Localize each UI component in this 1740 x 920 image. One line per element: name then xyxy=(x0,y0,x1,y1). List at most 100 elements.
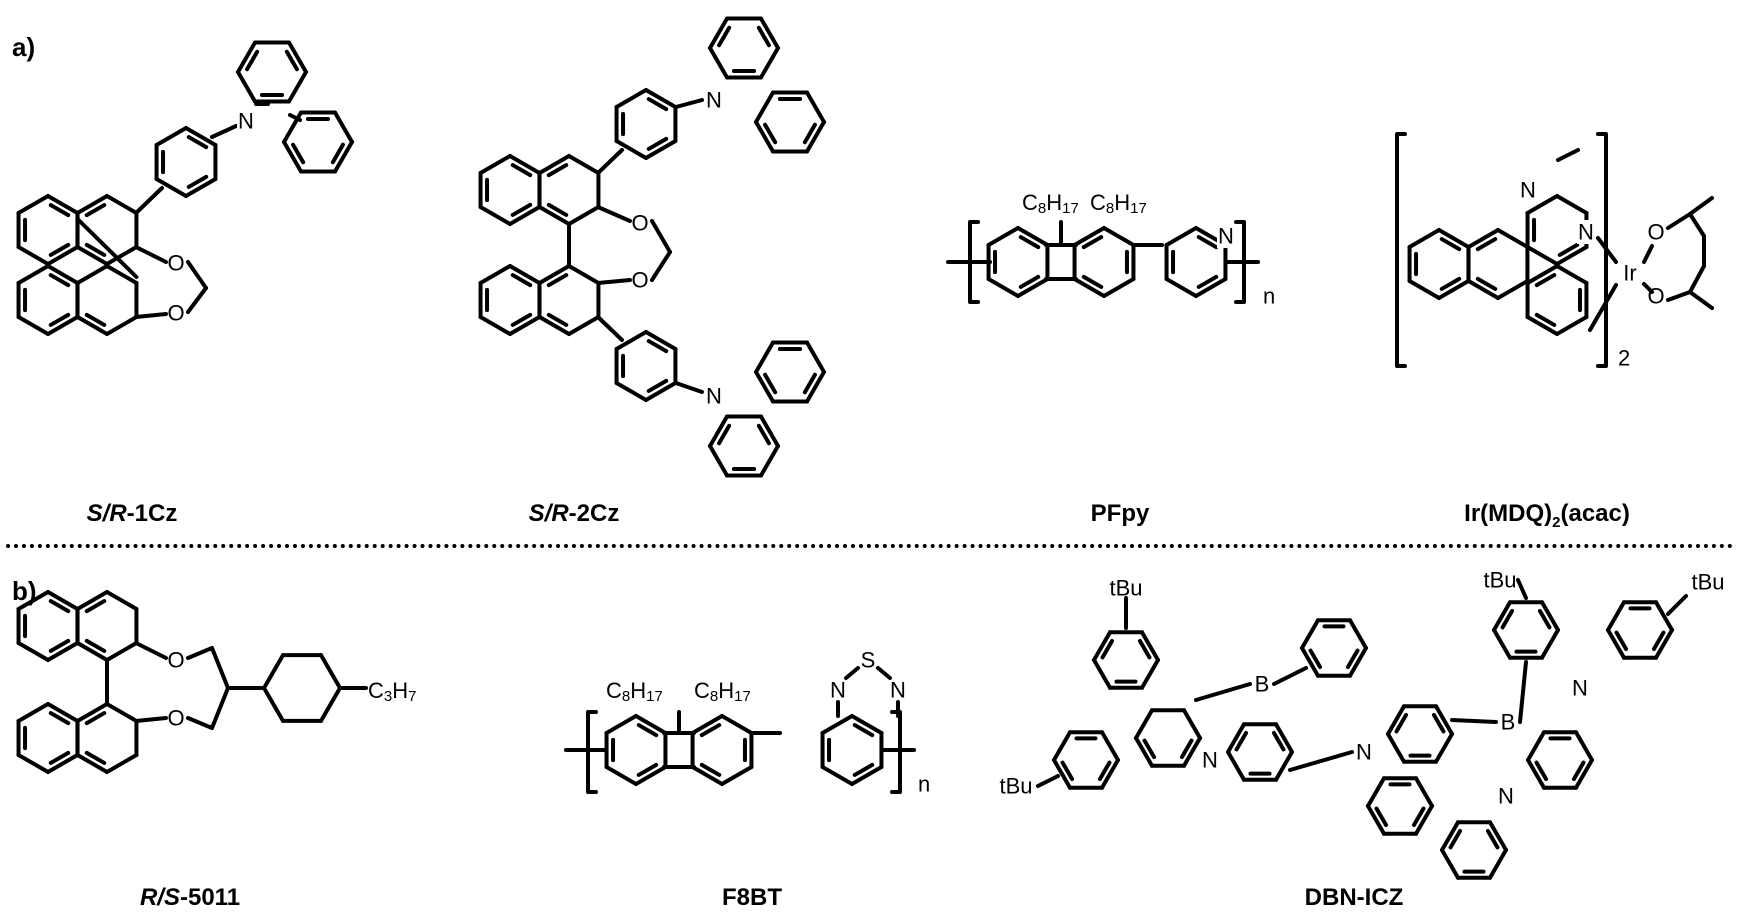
bond xyxy=(1407,228,1441,249)
bond xyxy=(1518,660,1528,724)
bond xyxy=(75,315,109,336)
bond xyxy=(288,113,302,122)
bond xyxy=(1081,235,1104,250)
panel-divider xyxy=(6,544,1734,548)
bond xyxy=(1688,212,1706,238)
label-mask xyxy=(1647,220,1665,244)
bond xyxy=(596,278,632,285)
bond xyxy=(690,765,724,786)
bond xyxy=(1666,290,1692,302)
bond xyxy=(754,340,775,374)
bond xyxy=(1431,712,1446,734)
bond xyxy=(674,381,704,394)
bond xyxy=(84,750,107,765)
oxygen-atom: O xyxy=(167,251,184,276)
bond xyxy=(1555,264,1589,285)
bond xyxy=(84,203,107,218)
bond xyxy=(636,762,659,777)
bond xyxy=(852,723,875,738)
caption-f8bt: F8BT xyxy=(722,884,782,911)
label-mask xyxy=(1577,220,1595,244)
bond xyxy=(614,330,648,351)
bond xyxy=(567,205,601,226)
bond xyxy=(1300,618,1320,650)
bond xyxy=(1196,235,1219,250)
label-mask xyxy=(167,301,185,325)
bond xyxy=(805,90,826,124)
bond xyxy=(105,641,139,662)
bond xyxy=(1137,638,1152,660)
label-mask xyxy=(1499,710,1517,734)
bond xyxy=(1439,276,1462,291)
bond xyxy=(105,245,139,266)
label-mask xyxy=(631,268,649,292)
bond xyxy=(708,46,729,80)
bond xyxy=(754,370,775,404)
bond xyxy=(1485,828,1500,850)
bond xyxy=(186,260,208,290)
alkyl-label-c3h7: C3H7 xyxy=(368,678,416,705)
bond xyxy=(48,242,71,257)
bond xyxy=(1060,760,1075,782)
bond xyxy=(16,702,50,723)
bond xyxy=(75,641,109,662)
bond xyxy=(1194,682,1252,702)
bond xyxy=(756,25,771,48)
bond xyxy=(1588,283,1618,332)
nitrogen-atom: N xyxy=(1356,740,1372,765)
bond xyxy=(1557,242,1580,257)
bond xyxy=(154,177,188,198)
bond xyxy=(1092,658,1112,690)
bond xyxy=(717,25,732,48)
bond xyxy=(759,444,780,478)
bond xyxy=(105,315,139,336)
bond xyxy=(1439,237,1462,252)
boron-atom: B xyxy=(1501,710,1516,735)
bond xyxy=(1194,277,1228,298)
bond xyxy=(1414,804,1434,836)
bond xyxy=(1226,750,1246,782)
bond xyxy=(1500,608,1515,630)
bond xyxy=(1516,578,1528,600)
bond xyxy=(84,638,107,653)
bond xyxy=(634,765,668,786)
bond xyxy=(1018,274,1041,289)
caption-s-r-1cz: S/R-1Cz xyxy=(86,500,178,527)
bond xyxy=(1450,718,1498,724)
bond xyxy=(1688,264,1706,294)
bond xyxy=(1437,279,1471,300)
bond xyxy=(1642,282,1654,294)
bond xyxy=(184,126,218,147)
bond xyxy=(699,723,722,738)
bond xyxy=(674,98,704,109)
bond xyxy=(1606,628,1626,660)
bond xyxy=(756,423,771,446)
bond xyxy=(546,312,569,327)
nitrogen-atom: N xyxy=(1572,676,1588,701)
bond xyxy=(75,753,109,774)
bond xyxy=(1540,600,1560,632)
bond xyxy=(754,120,775,154)
bond xyxy=(1100,758,1120,790)
alkyl-label-c8h17: C8H17 xyxy=(694,678,751,705)
bond xyxy=(1052,730,1072,762)
label-mask xyxy=(167,251,185,275)
bond xyxy=(186,646,214,660)
bond xyxy=(510,312,533,327)
oxygen-atom: O xyxy=(167,648,184,673)
bond xyxy=(1036,774,1060,788)
nitrogen-atom: N xyxy=(1218,224,1234,249)
bond xyxy=(1366,804,1386,836)
bond xyxy=(105,753,139,774)
label-mask xyxy=(1497,784,1515,808)
bond xyxy=(1016,277,1050,298)
bond xyxy=(717,423,732,446)
caption-s-r-2cz: S/R-2Cz xyxy=(528,500,620,527)
bond xyxy=(1440,848,1460,880)
bond xyxy=(134,312,168,319)
alkyl-label-c8h17: C8H17 xyxy=(1022,190,1079,217)
bond xyxy=(614,139,648,160)
bond xyxy=(1140,630,1160,662)
bond xyxy=(186,135,209,150)
